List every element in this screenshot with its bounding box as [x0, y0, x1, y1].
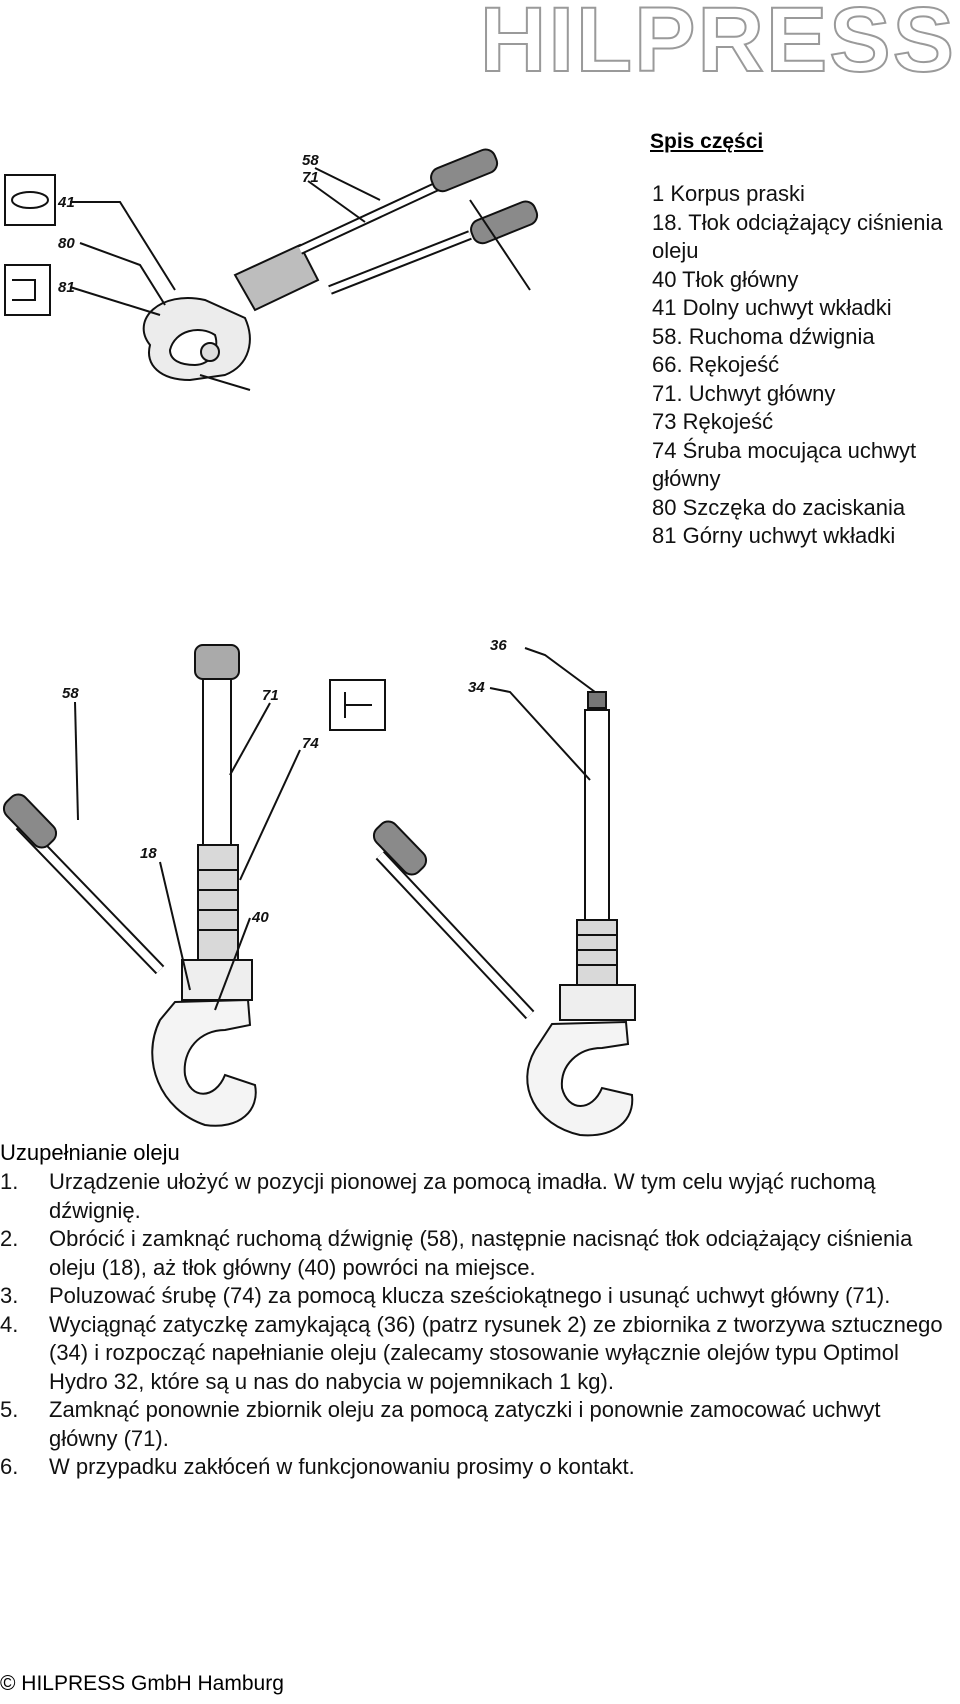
refill-steps-list: 1. Urządzenie ułożyć w pozycji pionowej z… — [0, 1168, 945, 1482]
figure-tool-overview: 58 71 41 80 81 — [0, 140, 600, 440]
label-58: 58 — [302, 152, 319, 169]
label-71: 71 — [302, 169, 319, 186]
brand-logo: HILPRESS — [479, 0, 956, 91]
list-item: 1. Urządzenie ułożyć w pozycji pionowej z… — [0, 1168, 945, 1225]
step-text: Zamknąć ponownie zbiornik oleju za pomoc… — [49, 1397, 881, 1451]
footer-copyright: © HILPRESS GmbH Hamburg — [0, 1672, 284, 1695]
label-58: 58 — [62, 685, 79, 702]
label-80: 80 — [58, 235, 75, 252]
label-41: 41 — [57, 194, 75, 211]
parts-item: 66. Rękojeść — [652, 352, 780, 377]
list-item: 4. Wyciągnąć zatyczkę zamykającą (36) (pa… — [0, 1311, 945, 1397]
step-number: 5. — [0, 1397, 19, 1422]
list-item: 6. W przypadku zakłóceń w funkcjonowaniu … — [0, 1453, 945, 1482]
parts-item: 80 Szczęka do zaciskania — [652, 494, 906, 520]
figure-tool-vertical: 71 58 74 18 40 — [0, 630, 400, 1140]
step-number: 4. — [0, 1311, 19, 1337]
step-text: W przypadku zakłóceń w funkcjonowaniu pr… — [49, 1454, 635, 1479]
label-81: 81 — [58, 279, 75, 296]
step-number: 2. — [0, 1226, 19, 1251]
step-number: 3. — [0, 1283, 19, 1308]
step-text: Urządzenie ułożyć w pozycji pionowej za … — [49, 1169, 876, 1223]
list-item: 3. Poluzować śrubę (74) za pomocą klucza … — [0, 1282, 945, 1311]
step-number: 6. — [0, 1454, 19, 1479]
list-item: 5. Zamknąć ponownie zbiornik oleju za pom… — [0, 1396, 945, 1453]
parts-item: 41 Dolny uchwyt wkładki — [652, 295, 892, 320]
parts-item: 73 Rękojeść — [652, 409, 774, 434]
step-text: Wyciągnąć zatyczkę zamykającą (36) (patr… — [49, 1311, 943, 1394]
label-34: 34 — [468, 679, 485, 696]
parts-item: 18. Tłok odciążający ciśnienia oleju — [652, 209, 943, 264]
label-71: 71 — [262, 687, 279, 704]
step-number: 1. — [0, 1169, 19, 1194]
parts-item: 1 Korpus praski — [652, 181, 805, 206]
list-item: 2. Obrócić i zamknąć ruchomą dźwignię (58… — [0, 1225, 945, 1282]
label-18: 18 — [140, 845, 157, 862]
parts-item: 74 Śruba mocująca uchwyt główny — [652, 437, 917, 492]
section-title-oil-refill: Uzupełnianie oleju — [0, 1140, 180, 1165]
parts-item: 71. Uchwyt główny — [652, 380, 836, 406]
figure-tool-reservoir: 36 34 — [370, 630, 650, 1140]
parts-item: 81 Górny uchwyt wkładki — [652, 523, 896, 548]
label-74: 74 — [302, 735, 319, 752]
parts-list: 1 Korpus praski 18. Tłok odciążający ciś… — [652, 180, 952, 551]
parts-list-title: Spis części — [650, 130, 764, 153]
parts-item: 40 Tłok główny — [652, 266, 799, 292]
label-40: 40 — [251, 909, 269, 926]
parts-item: 58. Ruchoma dźwignia — [652, 323, 875, 349]
label-36: 36 — [490, 637, 507, 654]
step-text: Obrócić i zamknąć ruchomą dźwignię (58),… — [49, 1226, 913, 1280]
step-text: Poluzować śrubę (74) za pomocą klucza sz… — [49, 1283, 891, 1308]
